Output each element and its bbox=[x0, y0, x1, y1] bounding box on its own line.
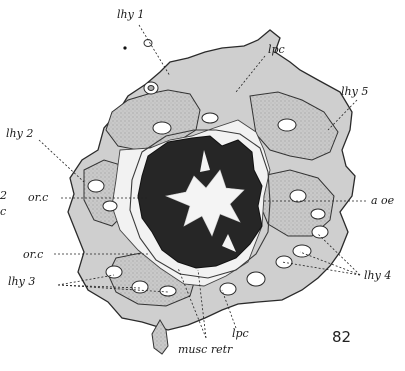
isolated-dots bbox=[123, 40, 152, 50]
label-orc-lower: or.c bbox=[23, 249, 43, 260]
label-lhy4: lhy 4 bbox=[364, 270, 391, 281]
label-lhy5: lhy 5 bbox=[341, 86, 368, 97]
label-lpc-top: lpc bbox=[268, 44, 285, 55]
label-aoe: a oe bbox=[371, 195, 394, 206]
label-lpc-bottom: lpc bbox=[232, 328, 249, 339]
label-edge-2: 2 bbox=[0, 190, 7, 201]
label-lhy1: lhy 1 bbox=[117, 9, 144, 20]
label-orc-upper: or.c bbox=[28, 192, 48, 203]
figure-number: 82 bbox=[332, 330, 351, 345]
label-musc-retr: musc retr bbox=[178, 344, 232, 355]
label-lhy3: lhy 3 bbox=[8, 276, 35, 287]
label-edge-c: c bbox=[0, 206, 6, 217]
label-lhy2: lhy 2 bbox=[6, 128, 33, 139]
